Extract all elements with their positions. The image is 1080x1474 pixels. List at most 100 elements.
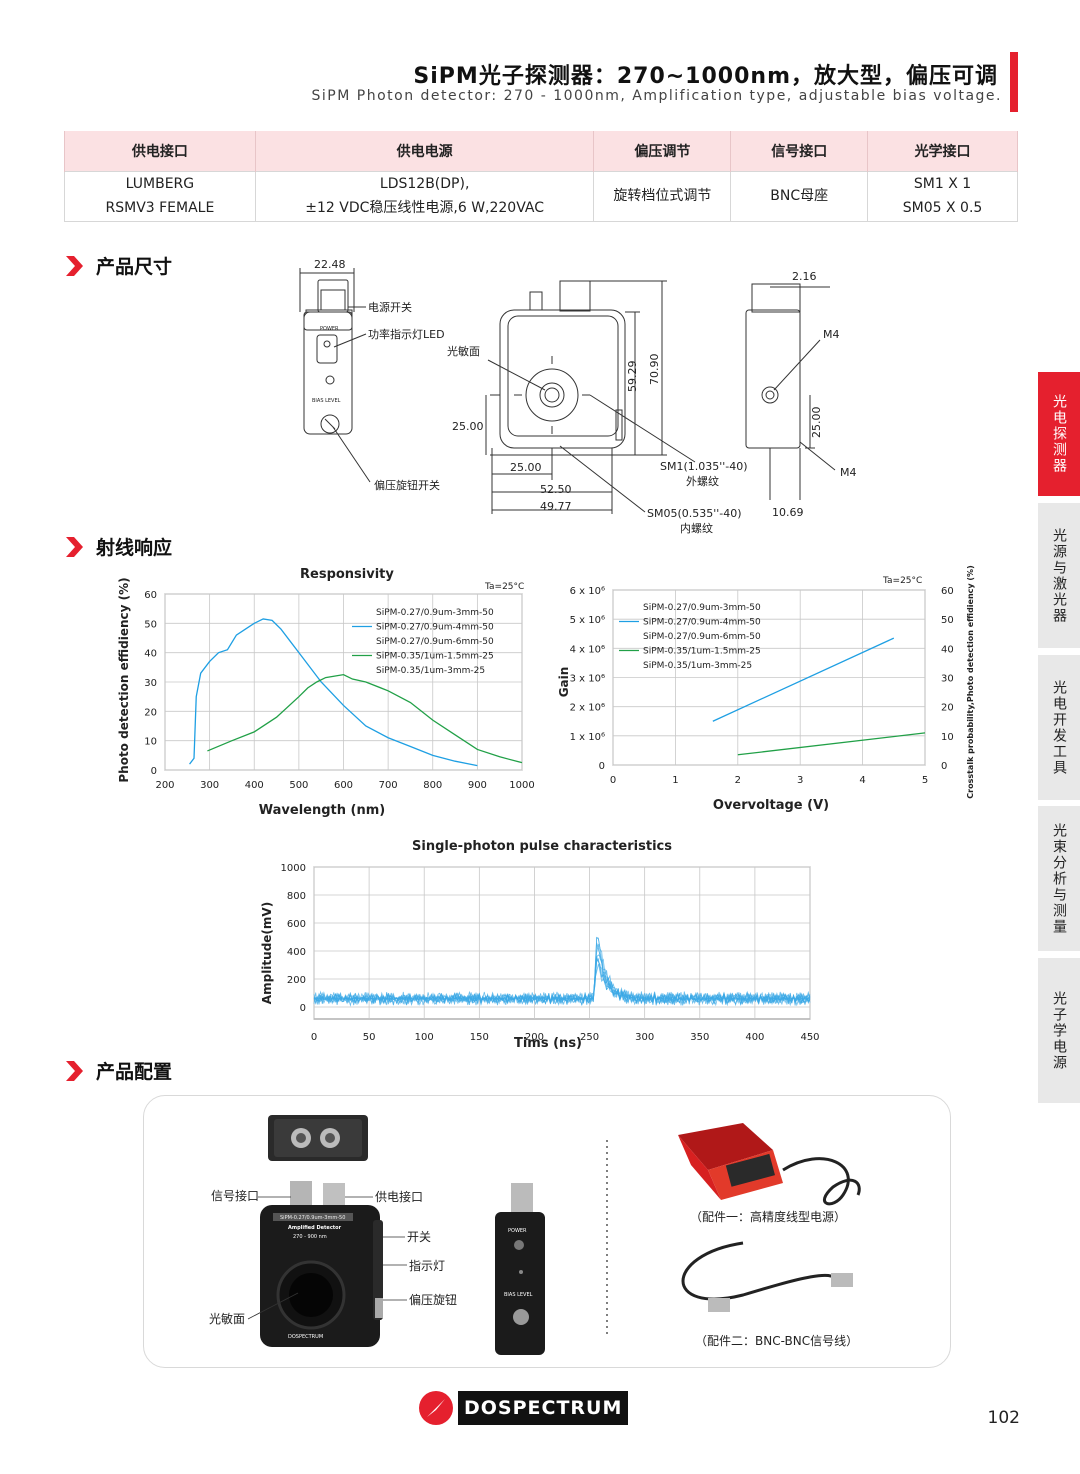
bnc-connector-left bbox=[708, 1298, 730, 1312]
gain-chart: Ta=25°C Gain Crosstalk probability,Photo… bbox=[557, 565, 975, 813]
device-label-2: Amplified Detector bbox=[288, 1225, 342, 1231]
label-power-led: 功率指示灯LED bbox=[368, 327, 445, 341]
y-tick-label: 1000 bbox=[281, 863, 306, 874]
series-line bbox=[712, 637, 895, 722]
x-tick-label: 600 bbox=[334, 780, 353, 791]
y-tick-label: 4 x 10⁶ bbox=[570, 644, 605, 655]
x-tick-label: 400 bbox=[245, 780, 264, 791]
spec-cell-bias: 旋转档位式调节 bbox=[593, 170, 732, 222]
x-tick-label: 250 bbox=[580, 1032, 599, 1043]
power-supply-image bbox=[678, 1123, 861, 1206]
x-tick-label: 4 bbox=[859, 775, 865, 786]
pulse-trace bbox=[313, 936, 811, 1006]
dim-10-69: 10.69 bbox=[772, 506, 804, 519]
y-tick-label: 0 bbox=[151, 766, 157, 777]
legend-entry: SiPM-0.35/1um-3mm-25 bbox=[376, 666, 485, 676]
x-tick-label: 100 bbox=[415, 1032, 434, 1043]
sidebar-item-beam-analysis[interactable]: 光束分析与测量 bbox=[1038, 806, 1080, 951]
dim-25-left: 25.00 bbox=[452, 420, 484, 433]
y2-tick-label: 50 bbox=[941, 615, 954, 626]
y-tick-label: 0 bbox=[300, 1003, 306, 1014]
x-tick-label: 1 bbox=[672, 775, 678, 786]
spec-cell-signal: BNC母座 bbox=[730, 170, 869, 222]
y2-tick-label: 40 bbox=[941, 644, 954, 655]
chart2-xlabel: Overvoltage (V) bbox=[713, 798, 829, 813]
label-sensor: 光敏面 bbox=[209, 1311, 245, 1326]
legend-entry: SiPM-0.27/0.9um-6mm-50 bbox=[643, 632, 761, 642]
spec-cell-power-supply: LDS12B(DP),±12 VDC稳压线性电源,6 W,220VAC bbox=[254, 170, 595, 222]
chevron-right-icon bbox=[66, 255, 83, 276]
spec-header-signal: 信号接口 bbox=[730, 131, 869, 171]
sidebar-item-light-source[interactable]: 光源与激光器 bbox=[1038, 503, 1080, 648]
label-signal-port: 信号接口 bbox=[211, 1188, 259, 1203]
dim-59-29: 59.29 bbox=[626, 361, 639, 393]
x-tick-label: 500 bbox=[289, 780, 308, 791]
sidebar-item-photodetector[interactable]: 光电探测器 bbox=[1038, 372, 1080, 496]
y-tick-label: 1 x 10⁶ bbox=[570, 732, 605, 743]
y2-tick-label: 10 bbox=[941, 732, 954, 743]
y-tick-label: 400 bbox=[287, 947, 306, 958]
footer-logo: DOSPECTRUM bbox=[418, 1390, 629, 1426]
device-label-3: 270 - 900 nm bbox=[293, 1234, 327, 1240]
side-power-text: POWER bbox=[508, 1228, 527, 1234]
label-sm05-thread: 内螺纹 bbox=[680, 521, 713, 535]
y-tick-label: 0 bbox=[599, 761, 605, 772]
pulse-chart: Single-photon pulse characteristics Ampl… bbox=[260, 839, 820, 1051]
x-tick-label: 2 bbox=[735, 775, 741, 786]
x-tick-label: 1000 bbox=[509, 780, 534, 791]
title-accent-bar bbox=[1010, 52, 1018, 112]
bnc-cable bbox=[681, 1241, 838, 1301]
chart1-title: Responsivity bbox=[300, 567, 394, 582]
label-switch: 开关 bbox=[407, 1230, 431, 1244]
label-sensor-face: 光敏面 bbox=[447, 344, 480, 358]
accessory-2: （配件二：BNC-BNC信号线） bbox=[695, 1334, 858, 1348]
spec-header-power-supply: 供电电源 bbox=[254, 131, 595, 171]
y2-tick-label: 20 bbox=[941, 703, 954, 714]
accessory-1: （配件一：高精度线型电源） bbox=[690, 1209, 846, 1224]
chart3-xlabel: Tims (ns) bbox=[514, 1036, 582, 1051]
dim-49-77: 49.77 bbox=[540, 500, 572, 513]
device-label-1: SiPM-0.27/0.9um-3mm-50 bbox=[280, 1215, 345, 1221]
section-dimensions: 产品尺寸 bbox=[64, 252, 172, 279]
sidebar-item-dev-tools[interactable]: 光电开发工具 bbox=[1038, 655, 1080, 800]
chart1-ylabel: Photo detection effidiency (%) bbox=[117, 577, 131, 782]
dim-52-50: 52.50 bbox=[540, 483, 572, 496]
label-sm05: SM05(0.535''-40) bbox=[647, 507, 742, 520]
chart2-annotation: Ta=25°C bbox=[882, 576, 922, 586]
x-tick-label: 800 bbox=[423, 780, 442, 791]
y2-tick-label: 30 bbox=[941, 674, 954, 685]
dim-25-right: 25.00 bbox=[810, 407, 823, 439]
pulse-trace bbox=[313, 956, 811, 1006]
legend-entry: SiPM-0.27/0.9um-3mm-50 bbox=[643, 603, 761, 613]
detector-main-view bbox=[260, 1181, 383, 1347]
legend-entry: SiPM-0.27/0.9um-4mm-50 bbox=[376, 623, 494, 633]
y-tick-label: 60 bbox=[144, 590, 157, 601]
series-line bbox=[737, 732, 926, 756]
dim-22-48: 22.48 bbox=[314, 258, 346, 271]
x-tick-label: 350 bbox=[690, 1032, 709, 1043]
x-tick-label: 900 bbox=[468, 780, 487, 791]
x-tick-label: 0 bbox=[311, 1032, 317, 1043]
device-brand: DOSPECTRUM bbox=[288, 1334, 323, 1340]
y-tick-label: 30 bbox=[144, 678, 157, 689]
logo-icon bbox=[419, 1391, 453, 1425]
label-sm1: SM1(1.035''-40) bbox=[660, 460, 748, 473]
x-tick-label: 50 bbox=[363, 1032, 376, 1043]
chart2-ylabel: Gain bbox=[557, 667, 571, 698]
label-power-switch: 电源开关 bbox=[368, 300, 412, 314]
section-config: 产品配置 bbox=[64, 1057, 172, 1084]
label-sm1-thread: 外螺纹 bbox=[686, 474, 719, 488]
label-m4-top: M4 bbox=[823, 328, 840, 341]
spec-header-power-port: 供电接口 bbox=[64, 131, 256, 171]
y-tick-label: 20 bbox=[144, 707, 157, 718]
label-power: POWER bbox=[320, 326, 339, 332]
section-response: 射线响应 bbox=[64, 533, 172, 560]
x-tick-label: 450 bbox=[800, 1032, 819, 1043]
x-tick-label: 150 bbox=[470, 1032, 489, 1043]
legend-entry: SiPM-0.35/1um-1.5mm-25 bbox=[376, 652, 494, 662]
sidebar-item-power[interactable]: 光子学电源 bbox=[1038, 958, 1080, 1103]
logo-text: DOSPECTRUM bbox=[458, 1391, 629, 1425]
